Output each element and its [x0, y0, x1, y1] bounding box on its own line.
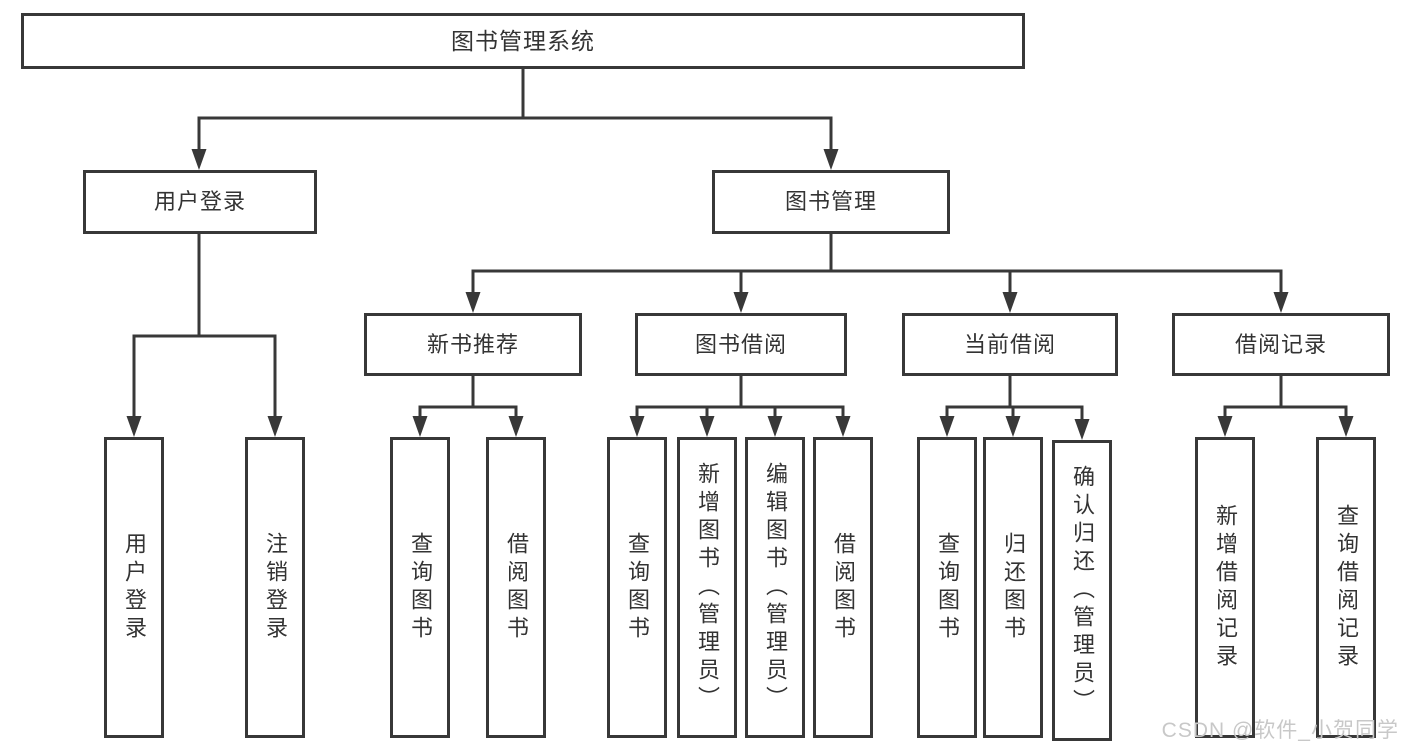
node-leaf-cb-return-label: 归还图书	[1001, 531, 1026, 644]
node-leaf-br-query-label: 查询借阅记录	[1334, 503, 1359, 672]
node-leaf-br-add-label: 新增借阅记录	[1213, 503, 1238, 672]
node-leaf-bb-add-label: 新增图书（管理员）	[695, 461, 720, 714]
node-leaf-rec-query: 查询图书	[390, 437, 450, 738]
node-leaf-user-login-label: 用户登录	[122, 531, 147, 644]
node-book-mgmt-label: 图书管理	[784, 189, 877, 214]
node-book-borrow-label: 图书借阅	[694, 331, 787, 357]
node-leaf-bb-borrow-label: 借阅图书	[831, 531, 856, 644]
node-current-borrow-label: 当前借阅	[963, 331, 1056, 357]
node-leaf-cb-return: 归还图书	[983, 437, 1043, 738]
node-new-book-rec-label: 新书推荐	[426, 331, 519, 357]
node-leaf-cb-query: 查询图书	[917, 437, 977, 738]
node-leaf-bb-edit-label: 编辑图书（管理员）	[763, 461, 788, 714]
node-leaf-rec-query-label: 查询图书	[408, 531, 433, 644]
arrowheads	[126, 149, 1354, 440]
node-leaf-rec-borrow: 借阅图书	[486, 437, 546, 738]
node-new-book-rec: 新书推荐	[364, 313, 582, 376]
node-book-mgmt: 图书管理	[712, 170, 950, 234]
node-leaf-cb-query-label: 查询图书	[935, 531, 960, 644]
node-user-login: 用户登录	[83, 170, 317, 234]
node-leaf-user-login: 用户登录	[104, 437, 164, 738]
node-leaf-logout: 注销登录	[245, 437, 305, 738]
node-leaf-br-query: 查询借阅记录	[1316, 437, 1376, 738]
node-leaf-rec-borrow-label: 借阅图书	[504, 531, 529, 644]
node-book-borrow: 图书借阅	[635, 313, 847, 376]
node-leaf-bb-query: 查询图书	[607, 437, 667, 738]
node-leaf-cb-confirm: 确认归还（管理员）	[1052, 440, 1112, 741]
watermark: CSDN @软件_小贺同学	[1161, 719, 1399, 742]
node-borrow-records: 借阅记录	[1172, 313, 1390, 376]
node-leaf-cb-confirm-label: 确认归还（管理员）	[1070, 464, 1095, 717]
node-leaf-bb-query-label: 查询图书	[625, 531, 650, 644]
node-leaf-logout-label: 注销登录	[263, 531, 288, 644]
node-root: 图书管理系统	[21, 13, 1025, 69]
node-leaf-bb-edit: 编辑图书（管理员）	[745, 437, 805, 738]
node-leaf-bb-add: 新增图书（管理员）	[677, 437, 737, 738]
node-current-borrow: 当前借阅	[902, 313, 1118, 376]
node-user-login-label: 用户登录	[153, 189, 246, 214]
node-leaf-bb-borrow: 借阅图书	[813, 437, 873, 738]
node-leaf-br-add: 新增借阅记录	[1195, 437, 1255, 738]
node-root-label: 图书管理系统	[451, 27, 595, 54]
node-borrow-records-label: 借阅记录	[1234, 331, 1327, 357]
